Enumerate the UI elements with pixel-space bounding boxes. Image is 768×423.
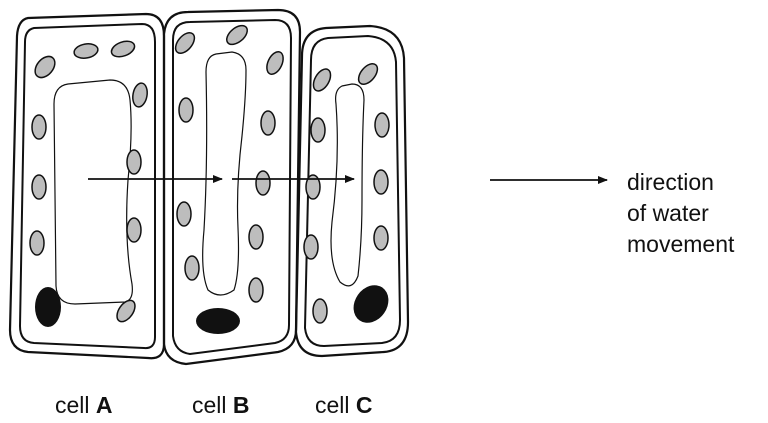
cell-b (164, 10, 300, 364)
cell-label-b-letter: B (233, 392, 250, 418)
chloroplast (374, 170, 388, 194)
chloroplast (30, 231, 44, 255)
cell-c-nucleus (346, 278, 395, 329)
legend-line-2: of water (627, 198, 734, 229)
chloroplast (31, 53, 59, 82)
chloroplast (223, 22, 250, 48)
chloroplast (249, 225, 263, 249)
chloroplast (109, 38, 136, 59)
cell-b-chloroplasts (172, 22, 286, 302)
cell-label-a-prefix: cell (55, 392, 90, 418)
cell-label-c-prefix: cell (315, 392, 350, 418)
chloroplast (310, 66, 334, 94)
chloroplast (374, 226, 388, 250)
cell-a (10, 14, 164, 358)
cell-a-vacuole (54, 80, 132, 304)
chloroplast (177, 202, 191, 226)
chloroplast (375, 113, 389, 137)
chloroplast (113, 297, 138, 325)
chloroplast (311, 118, 325, 142)
cell-c-chloroplasts (304, 60, 389, 323)
chloroplast (304, 235, 318, 259)
chloroplast (127, 218, 141, 242)
legend-line-3: movement (627, 229, 734, 260)
chloroplast (32, 175, 46, 199)
cell-label-b: cell B (192, 392, 250, 419)
cell-label-c-letter: C (356, 392, 373, 418)
chloroplast (256, 171, 270, 195)
legend-line-1: direction (627, 167, 734, 198)
cell-label-b-prefix: cell (192, 392, 227, 418)
chloroplast (32, 115, 46, 139)
chloroplast (131, 82, 149, 108)
cell-a-nucleus (35, 287, 61, 327)
chloroplast (264, 49, 287, 77)
cell-label-c: cell C (315, 392, 373, 419)
legend-text: direction of water movement (627, 167, 734, 260)
chloroplast (127, 150, 141, 174)
chloroplast (172, 29, 198, 56)
chloroplast (185, 256, 199, 280)
chloroplast (261, 111, 275, 135)
cell-label-a-letter: A (96, 392, 113, 418)
chloroplast (313, 299, 327, 323)
cell-b-nucleus (196, 308, 240, 334)
chloroplast (179, 98, 193, 122)
cell-label-a: cell A (55, 392, 113, 419)
chloroplast (249, 278, 263, 302)
cell-c (296, 26, 408, 356)
chloroplast (355, 60, 381, 87)
cell-b-vacuole (203, 52, 246, 295)
cell-c-vacuole (331, 84, 364, 286)
chloroplast (73, 42, 99, 60)
